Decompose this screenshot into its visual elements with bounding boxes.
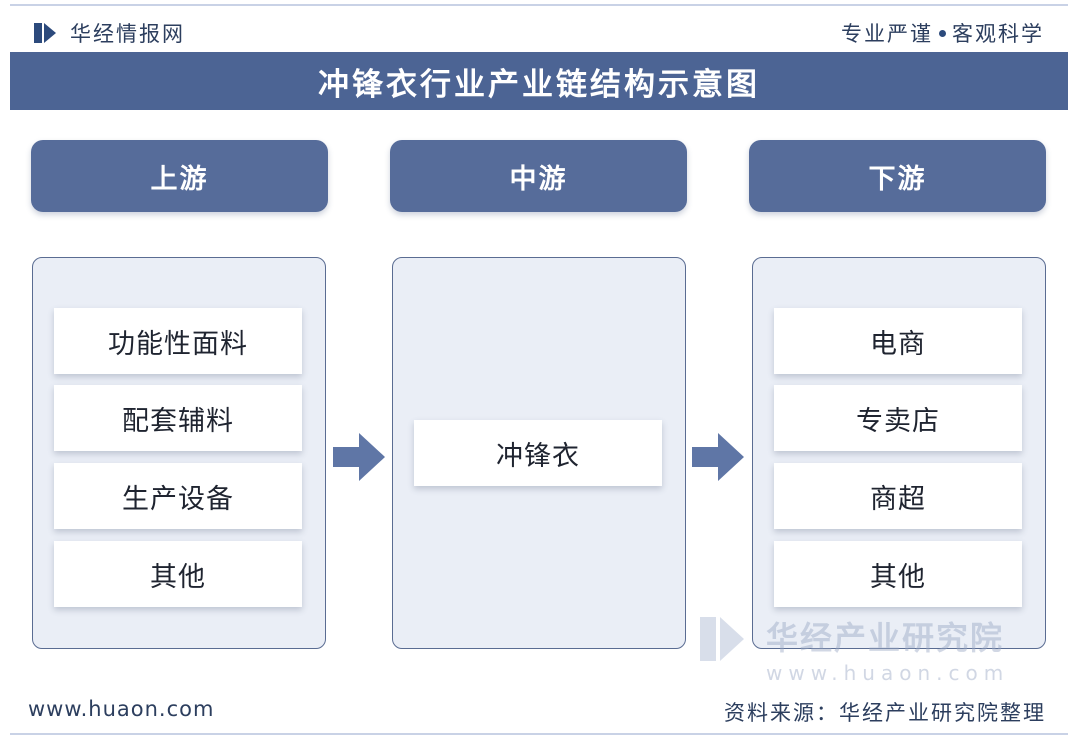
bullet-dot-icon [939, 29, 946, 37]
item-label: 专卖店 [856, 405, 940, 437]
watermark-url: www.huaon.com [766, 661, 1010, 685]
upstream-item: 其他 [54, 541, 302, 607]
item-label: 其他 [150, 561, 206, 593]
slogan: 专业严谨 客观科学 [841, 18, 1044, 48]
downstream-item: 商超 [774, 463, 1022, 529]
bottom-divider [10, 733, 1068, 735]
upstream-item: 配套辅料 [54, 385, 302, 451]
upstream-item: 功能性面料 [54, 308, 302, 374]
arrow-right-icon [333, 433, 385, 481]
title-bar: 冲锋衣行业产业链结构示意图 [10, 52, 1068, 110]
item-label: 其他 [870, 561, 926, 593]
footer-source: 资料来源：华经产业研究院整理 [724, 701, 1046, 725]
logo-mark-icon [34, 21, 58, 45]
item-label: 功能性面料 [108, 328, 248, 360]
item-label: 电商 [870, 328, 926, 360]
upstream-item: 生产设备 [54, 463, 302, 529]
slogan-right: 客观科学 [952, 22, 1044, 46]
logo-text: 华经情报网 [70, 22, 185, 46]
watermark: 华经产业研究院 www.huaon.com [700, 613, 1009, 685]
panel-downstream: 电商 专卖店 商超 其他 [752, 257, 1046, 649]
watermark-logo-icon [700, 613, 746, 663]
stage-head-midstream: 中游 [390, 140, 687, 212]
stage-label: 上游 [150, 163, 209, 195]
item-label: 生产设备 [122, 483, 234, 515]
downstream-item: 其他 [774, 541, 1022, 607]
slogan-left: 专业严谨 [841, 22, 933, 46]
item-label: 冲锋衣 [496, 440, 580, 472]
top-divider [10, 4, 1068, 6]
item-label: 商超 [870, 483, 926, 515]
diagram-title: 冲锋衣行业产业链结构示意图 [318, 66, 760, 103]
downstream-item: 专卖店 [774, 385, 1022, 451]
downstream-item: 电商 [774, 308, 1022, 374]
stage-head-upstream: 上游 [31, 140, 328, 212]
panel-upstream: 功能性面料 配套辅料 生产设备 其他 [32, 257, 326, 649]
stage-label: 中游 [509, 163, 568, 195]
brand-logo: 华经情报网 [34, 18, 185, 48]
midstream-item: 冲锋衣 [414, 420, 662, 486]
watermark-name: 华经产业研究院 [766, 619, 1005, 657]
footer-url: www.huaon.com [28, 697, 215, 721]
panel-midstream: 冲锋衣 [392, 257, 686, 649]
item-label: 配套辅料 [122, 405, 234, 437]
stage-head-downstream: 下游 [749, 140, 1046, 212]
stage-label: 下游 [868, 163, 927, 195]
arrow-right-icon [692, 433, 744, 481]
